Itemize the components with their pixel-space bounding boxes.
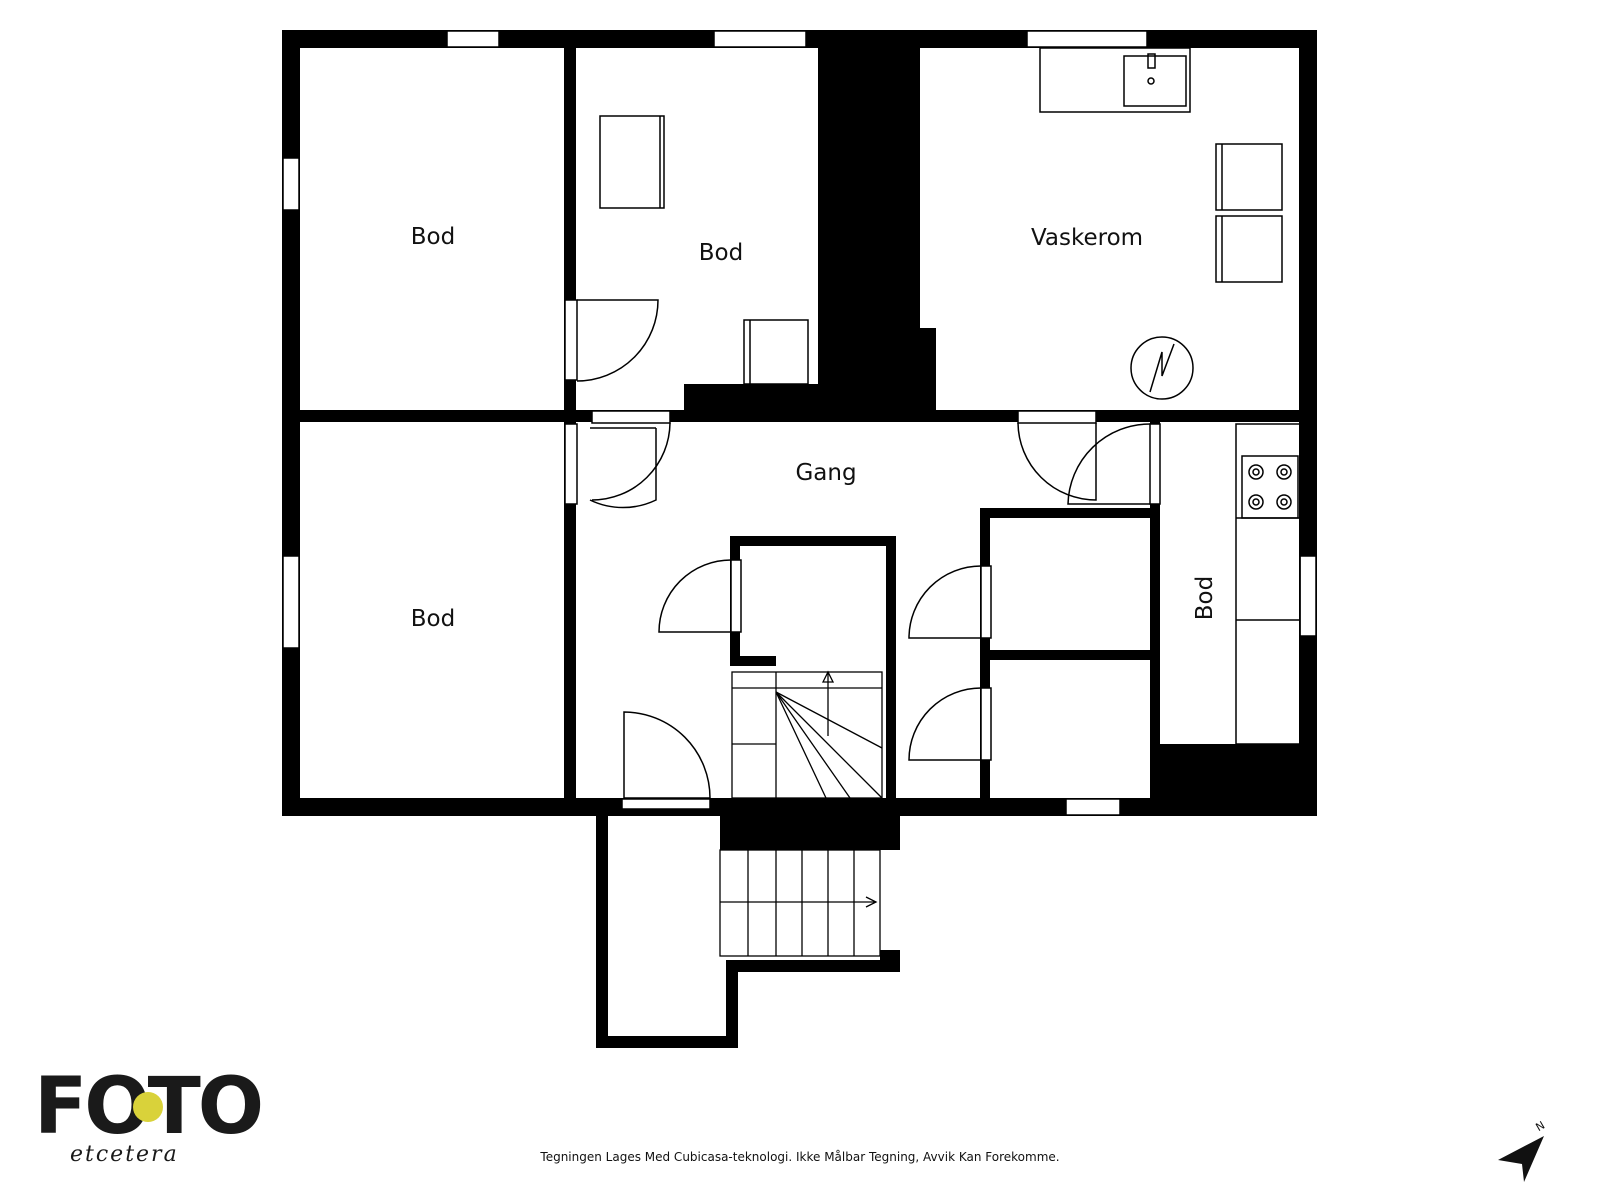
north-arrow-icon: N [1498,1119,1548,1182]
room-label-bod-bottom-left: Bod [411,606,455,632]
room-label-bod-top-left: Bod [411,224,455,250]
foto-etcetera-logo: FOTO etcetera [34,1068,284,1168]
room-label-vaskerom: Vaskerom [1031,225,1143,251]
room-label-bod-top-middle: Bod [699,240,743,266]
walls [282,30,1317,1048]
fixtures [599,47,1301,745]
disclaimer-text: Tegningen Lages Med Cubicasa-teknologi. … [540,1150,1060,1164]
windows [282,30,1317,816]
room-label-gang: Gang [795,460,856,486]
inner-stairs [731,670,883,799]
north-label: N [1534,1119,1548,1134]
room-label-bod-right: Bod [1192,576,1218,620]
logo-subtitle: etcetera [70,1142,179,1167]
logo-accent-dot [133,1092,163,1122]
doors [564,299,1161,799]
entrance-stairs [719,849,881,957]
